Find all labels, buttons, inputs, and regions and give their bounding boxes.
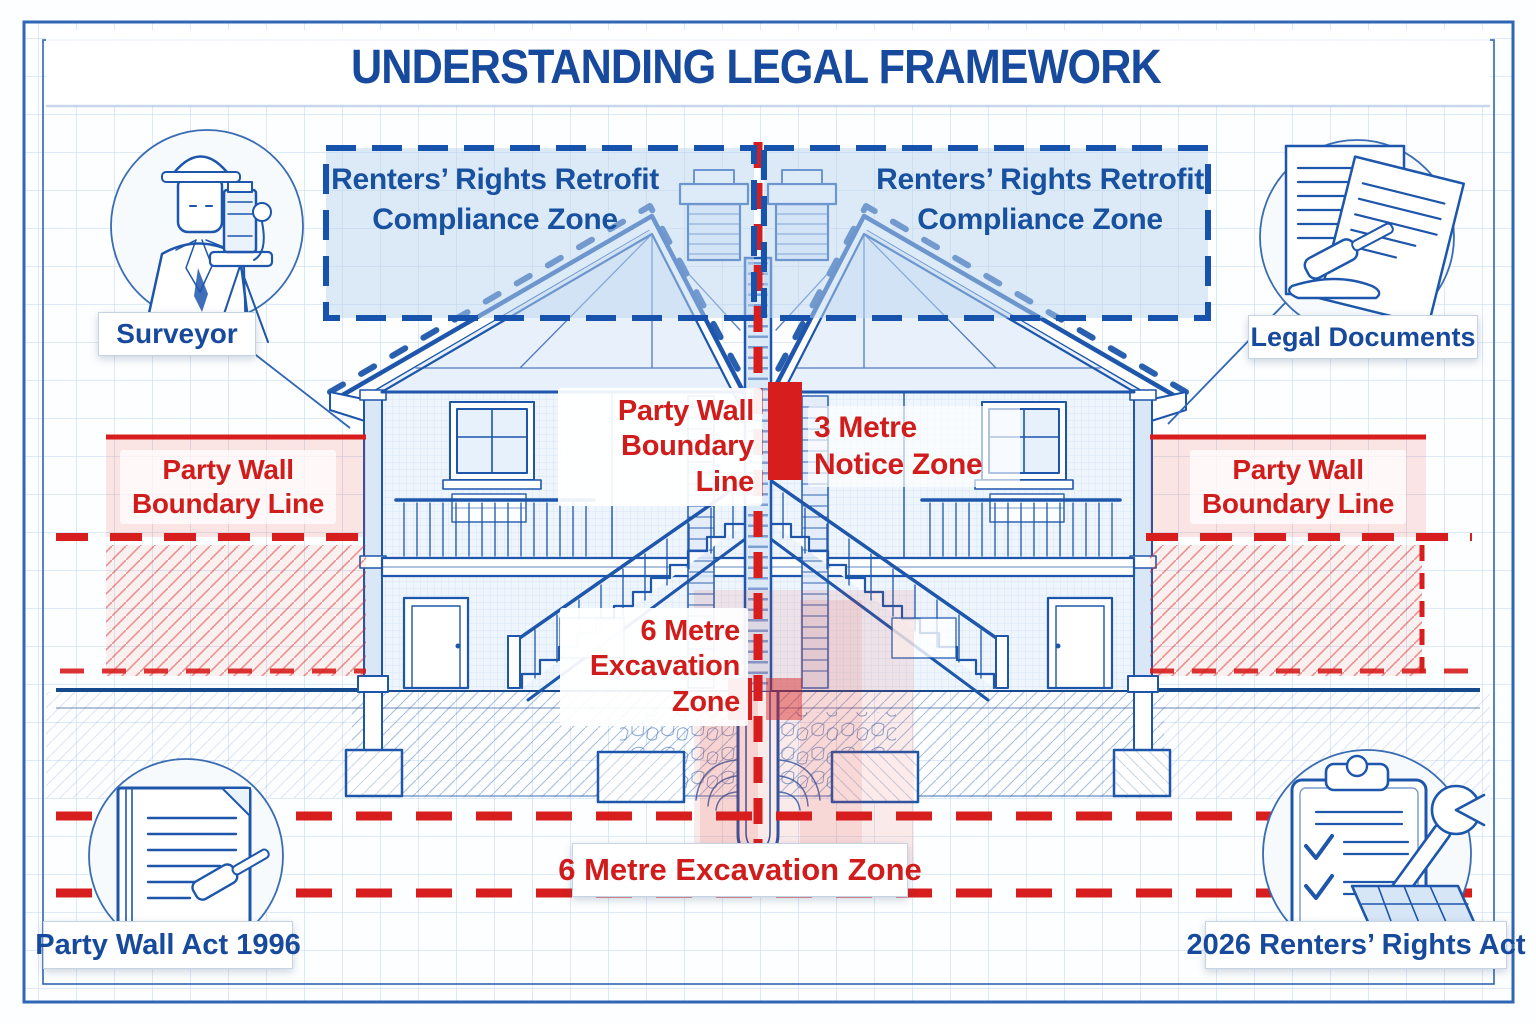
party-wall-boundary-left-label: Party Wall Boundary Line	[120, 450, 336, 525]
compliance-zone-right-box	[761, 145, 1211, 321]
party-wall-act-label: Party Wall Act 1996	[35, 921, 301, 969]
page-title: UNDERSTANDING LEGAL FRAMEWORK	[351, 41, 1162, 94]
notice-zone-bar	[768, 382, 802, 480]
excavation-zone-center-label: 6 Metre Excavation Zone	[560, 608, 748, 727]
compliance-zone-left-box	[323, 145, 757, 321]
legal-documents-label: Legal Documents	[1248, 315, 1478, 359]
book-gavel-icon	[116, 786, 274, 942]
excavation-zone-bottom-label: 6 Metre Excavation Zone	[558, 843, 922, 897]
leader-line-surveyor	[251, 351, 351, 429]
renters-rights-act-label: 2026 Renters’ Rights Act	[1187, 921, 1526, 969]
party-wall-boundary-center-label: Party Wall Boundary Line	[558, 388, 762, 507]
excavation-marker-bar-faded	[766, 678, 802, 720]
party-wall-boundary-right-label: Party Wall Boundary Line	[1190, 450, 1406, 525]
compliance-zone-right-label: Renters’ Rights Retrofit Compliance Zone	[876, 163, 1204, 236]
notice-zone-label: 3 Metre Notice Zone	[808, 406, 1020, 488]
surveyor-label: Surveyor	[98, 312, 256, 356]
compliance-zone-left-label: Renters’ Rights Retrofit Compliance Zone	[331, 163, 659, 236]
title-band	[46, 30, 1490, 108]
documents-gavel-icon	[1284, 144, 1466, 327]
